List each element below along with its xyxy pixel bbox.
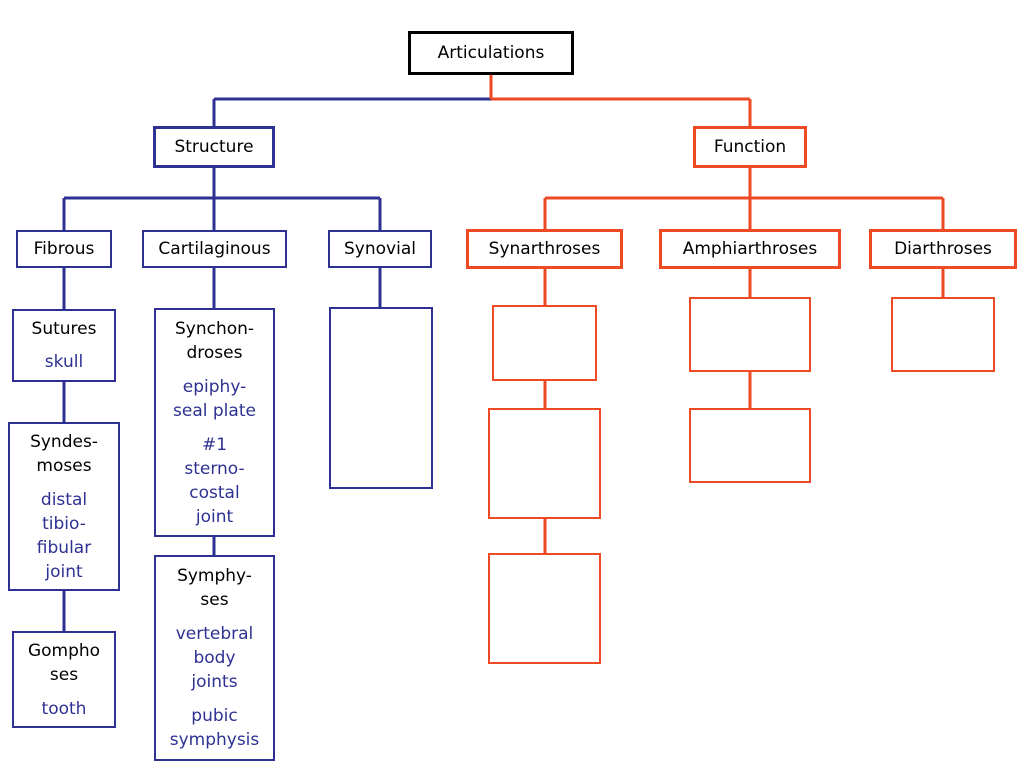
node-symphyses: Symphy- ses vertebral body joints pubic …: [154, 555, 275, 761]
function-label: Function: [713, 137, 787, 157]
symphyses-example-line3: joints: [191, 672, 238, 692]
symphyses-label-line2: ses: [200, 590, 229, 610]
amphiarthroses-label: Amphiarthroses: [682, 239, 818, 259]
gomphoses-label-line1: Gompho: [27, 640, 101, 661]
synchondroses-label-line2: droses: [186, 342, 243, 363]
synchondroses-example-line6: joint: [195, 506, 234, 527]
synovial-label: Synovial: [344, 239, 416, 259]
symphyses-example-line5: symphysis: [169, 730, 260, 750]
synovial-empty-box: [329, 307, 433, 489]
synchondroses-example-line1: epiphy-: [182, 376, 247, 397]
syndesmoses-example-line3: fibular: [36, 537, 92, 558]
node-structure: Structure: [153, 126, 275, 168]
synarthroses-empty-box-1: [492, 305, 597, 381]
synchondroses-label-line1: Synchon-: [174, 318, 255, 339]
node-diarthroses: Diarthroses: [869, 229, 1017, 269]
syndesmoses-example-line1: distal: [40, 489, 88, 510]
diarthroses-label: Diarthroses: [894, 239, 992, 259]
symphyses-example-line4: pubic: [191, 706, 238, 726]
node-amphiarthroses: Amphiarthroses: [659, 229, 841, 269]
fibrous-label: Fibrous: [33, 239, 95, 259]
node-synchondroses: Synchon- droses epiphy- seal plate #1 st…: [154, 308, 275, 537]
node-gomphoses: Gompho ses tooth: [12, 631, 116, 728]
synchondroses-example-line2: seal plate: [173, 400, 256, 421]
gomphoses-label-line2: ses: [49, 664, 79, 685]
cartilaginous-label: Cartilaginous: [158, 239, 271, 259]
symphyses-label-line1: Symphy-: [177, 566, 252, 586]
synchondroses-example-line4: sterno-: [184, 458, 245, 479]
syndesmoses-label-line1: Syndes-: [30, 431, 98, 452]
node-syndesmoses: Syndes- moses distal tibio- fibular join…: [8, 422, 120, 591]
amphiarthroses-empty-box-2: [689, 408, 811, 483]
sutures-example: skull: [44, 352, 84, 372]
synarthroses-empty-box-3: [488, 553, 601, 664]
structure-label: Structure: [174, 137, 254, 157]
node-fibrous: Fibrous: [16, 230, 112, 268]
syndesmoses-label-line2: moses: [36, 455, 92, 476]
root-label: Articulations: [437, 43, 545, 63]
sutures-label: Sutures: [31, 319, 97, 339]
synarthroses-label: Synarthroses: [488, 239, 601, 259]
synchondroses-example-line3: #1: [201, 434, 228, 455]
synarthroses-empty-box-2: [488, 408, 601, 519]
symphyses-example-line1: vertebral: [175, 624, 254, 644]
node-synovial: Synovial: [328, 230, 432, 268]
node-synarthroses: Synarthroses: [466, 229, 623, 269]
syndesmoses-example-line4: joint: [45, 561, 83, 582]
synchondroses-example-line5: costal: [189, 482, 240, 503]
node-sutures: Sutures skull: [12, 309, 116, 382]
amphiarthroses-empty-box-1: [689, 297, 811, 372]
root-node-articulations: Articulations: [408, 31, 574, 75]
diarthroses-empty-box-1: [891, 297, 995, 372]
symphyses-example-line2: body: [193, 648, 236, 668]
syndesmoses-example-line2: tibio-: [42, 513, 86, 534]
node-cartilaginous: Cartilaginous: [142, 230, 287, 268]
gomphoses-example: tooth: [41, 698, 87, 719]
node-function: Function: [693, 126, 807, 168]
